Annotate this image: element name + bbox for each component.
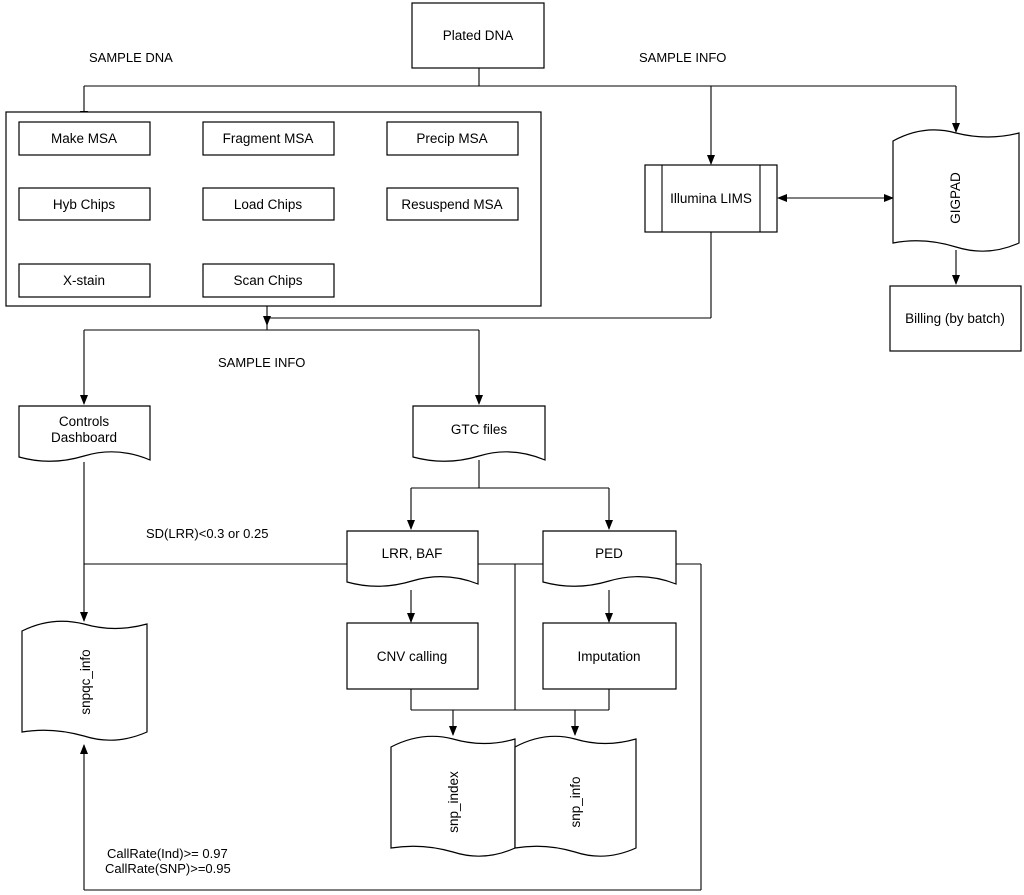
hyb-chips-label: Hyb Chips [53, 197, 116, 212]
imputation-box[interactable]: Imputation [542, 622, 677, 690]
controls-dashboard-document[interactable]: Controls Dashboard [18, 405, 151, 462]
plated-dna-box[interactable]: Plated DNA [411, 2, 545, 69]
hyb-chips-box[interactable]: Hyb Chips [18, 187, 151, 221]
gtc-files-document[interactable]: GTC files [412, 405, 546, 462]
precip-msa-box[interactable]: Precip MSA [386, 121, 519, 156]
snp-info-database[interactable]: snp_info [514, 735, 637, 857]
fragment-msa-label: Fragment MSA [223, 131, 314, 146]
scan-chips-label: Scan Chips [233, 273, 302, 288]
gigpad-label: GIGPAD [948, 172, 963, 224]
billing-box[interactable]: Billing (by batch) [889, 285, 1022, 352]
controls-dashboard-label-line1: Controls [59, 414, 110, 429]
load-chips-label: Load Chips [234, 197, 303, 212]
x-stain-label: X-stain [63, 273, 105, 288]
sample-info-mid-label: SAMPLE INFO [218, 355, 305, 370]
illumina-lims-box[interactable]: Illumina LIMS [644, 164, 778, 233]
gigpad-database[interactable]: GIGPAD [892, 129, 1020, 252]
lrr-baf-label: LRR, BAF [382, 546, 443, 561]
snpqc-info-label: snpqc_info [78, 649, 93, 714]
callrate-snp-label: CallRate(SNP)>=0.95 [105, 861, 231, 876]
cnv-calling-box[interactable]: CNV calling [346, 622, 479, 690]
scan-chips-box[interactable]: Scan Chips [202, 263, 335, 298]
make-msa-box[interactable]: Make MSA [18, 121, 151, 156]
resuspend-msa-label: Resuspend MSA [401, 197, 502, 212]
make-msa-label: Make MSA [51, 131, 117, 146]
snp-index-database[interactable]: snp_index [390, 735, 516, 857]
snp-index-label: snp_index [446, 771, 461, 833]
lrr-baf-document[interactable]: LRR, BAF [346, 530, 479, 587]
billing-label: Billing (by batch) [905, 311, 1005, 326]
ped-document[interactable]: PED [542, 530, 677, 587]
load-chips-box[interactable]: Load Chips [202, 187, 335, 221]
sample-dna-label: SAMPLE DNA [89, 50, 173, 65]
controls-dashboard-label-line2: Dashboard [51, 430, 117, 445]
imputation-label: Imputation [577, 649, 640, 664]
snpqc-info-database[interactable]: snpqc_info [21, 620, 148, 741]
resuspend-msa-box[interactable]: Resuspend MSA [386, 187, 519, 221]
cnv-calling-label: CNV calling [377, 649, 448, 664]
callrate-ind-label: CallRate(Ind)>= 0.97 [107, 846, 228, 861]
ped-label: PED [595, 546, 623, 561]
plated-dna-label: Plated DNA [443, 28, 514, 43]
sd-lrr-threshold-label: SD(LRR)<0.3 or 0.25 [146, 526, 268, 541]
x-stain-box[interactable]: X-stain [18, 263, 151, 298]
precip-msa-label: Precip MSA [416, 131, 487, 146]
illumina-lims-label: Illumina LIMS [670, 191, 752, 206]
fragment-msa-box[interactable]: Fragment MSA [202, 121, 335, 156]
sample-info-top-label: SAMPLE INFO [639, 50, 726, 65]
snp-info-label: snp_info [568, 776, 583, 827]
gtc-files-label: GTC files [451, 422, 508, 437]
